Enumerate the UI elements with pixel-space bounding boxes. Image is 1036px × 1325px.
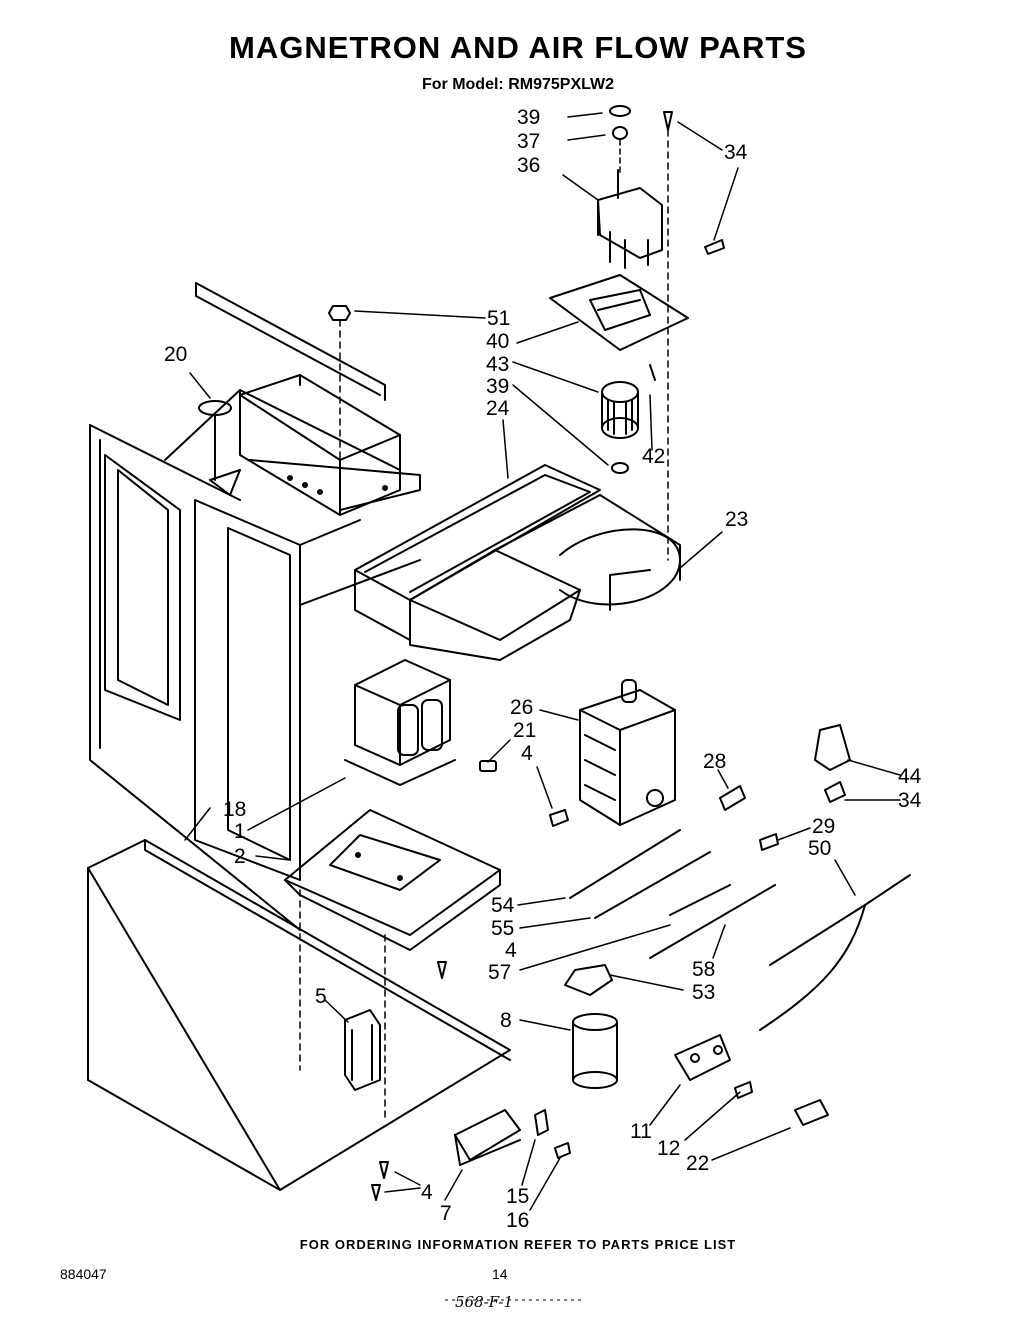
callout-20: 20 bbox=[164, 343, 187, 366]
callout-51: 51 bbox=[487, 307, 510, 330]
document-number: 884047 bbox=[60, 1266, 107, 1282]
nut-part-51 bbox=[328, 305, 351, 471]
callout-34: 34 bbox=[724, 141, 748, 164]
fan-blade-part-43 bbox=[601, 364, 656, 474]
callout-4-lower: 4 bbox=[421, 1181, 433, 1204]
transformer-part-1 bbox=[344, 659, 456, 786]
capacitor-part-8 bbox=[572, 1013, 618, 1089]
page-number: 14 bbox=[492, 1266, 508, 1282]
callout-55: 55 bbox=[491, 917, 514, 940]
thermal-cutoff-part-20 bbox=[198, 400, 241, 496]
screw-part-34 bbox=[663, 111, 725, 561]
callout-40: 40 bbox=[486, 330, 509, 353]
callout-37: 37 bbox=[517, 130, 540, 153]
small-parts bbox=[479, 724, 851, 851]
callout-1: 1 bbox=[234, 820, 246, 843]
callout-42: 42 bbox=[642, 445, 665, 468]
bracket-part-7 bbox=[454, 1109, 571, 1166]
thermal-protector-part-53 bbox=[564, 964, 613, 996]
callout-4-upper: 4 bbox=[521, 742, 533, 765]
callout-43: 43 bbox=[486, 353, 509, 376]
callout-53: 53 bbox=[692, 981, 715, 1004]
callout-15: 15 bbox=[506, 1185, 529, 1208]
ordering-info-note: FOR ORDERING INFORMATION REFER TO PARTS … bbox=[299, 1237, 737, 1252]
model-subtitle: For Model: RM975PXLW2 bbox=[421, 76, 615, 93]
diagram-title: MAGNETRON AND AIR FLOW PARTS bbox=[229, 30, 807, 65]
callout-23: 23 bbox=[725, 508, 748, 531]
callout-11: 11 bbox=[630, 1120, 652, 1143]
callout-5: 5 bbox=[315, 985, 327, 1008]
callout-39: 39 bbox=[517, 106, 540, 129]
callout-24: 24 bbox=[486, 397, 510, 420]
callout-26: 26 bbox=[510, 696, 533, 719]
callout-leader-lines bbox=[184, 112, 901, 1211]
callout-12: 12 bbox=[657, 1137, 680, 1160]
motor-bracket-part-40 bbox=[549, 274, 689, 351]
wire-leads bbox=[569, 829, 911, 1031]
callout-57: 57 bbox=[488, 961, 511, 984]
screws-part-4 bbox=[371, 961, 447, 1201]
callout-54: 54 bbox=[491, 894, 515, 917]
callout-16: 16 bbox=[506, 1209, 529, 1232]
callout-28: 28 bbox=[703, 750, 726, 773]
magnetron-part-26 bbox=[579, 679, 676, 826]
callout-44: 44 bbox=[898, 765, 922, 788]
callout-4-middle: 4 bbox=[505, 939, 517, 962]
fan-motor-part-36 bbox=[597, 105, 663, 269]
callout-50: 50 bbox=[808, 837, 831, 860]
floor-panel-part-18 bbox=[87, 839, 511, 1191]
fuse-holder-part-11 bbox=[674, 1034, 829, 1126]
handwritten-reference: 568-F-1 bbox=[455, 1293, 514, 1311]
callout-18: 18 bbox=[223, 798, 246, 821]
callout-labels: 39 37 36 34 51 40 43 39 24 42 20 23 26 2… bbox=[164, 106, 922, 1232]
callout-58: 58 bbox=[692, 958, 715, 981]
control-box bbox=[239, 374, 421, 516]
cabinet-outline bbox=[89, 282, 421, 931]
air-duct-part-24 bbox=[354, 464, 601, 641]
callout-8: 8 bbox=[500, 1009, 512, 1032]
callout-29: 29 bbox=[812, 815, 835, 838]
callout-2: 2 bbox=[234, 845, 246, 868]
bracket-part-5 bbox=[344, 1009, 381, 1091]
callout-34-right: 34 bbox=[898, 789, 922, 812]
callout-22: 22 bbox=[686, 1152, 709, 1175]
callout-36: 36 bbox=[517, 154, 540, 177]
callout-21: 21 bbox=[513, 719, 536, 742]
callout-7: 7 bbox=[440, 1202, 452, 1225]
base-plate-part-2 bbox=[284, 809, 501, 1121]
air-guide-part-23 bbox=[409, 494, 681, 661]
callout-39-lower: 39 bbox=[486, 375, 509, 398]
